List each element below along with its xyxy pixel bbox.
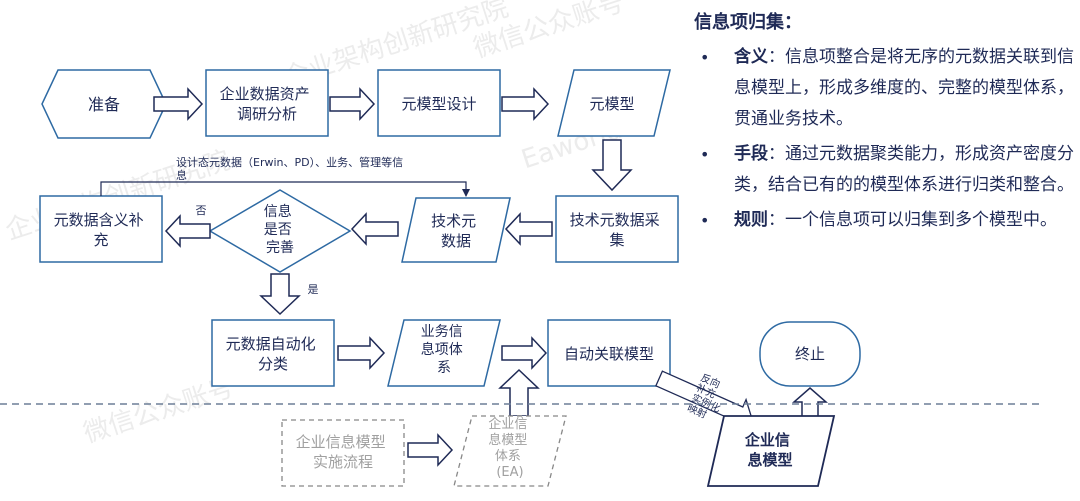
tech-collect-label-line: 集 [609,231,624,249]
decision-label-line: 完善 [266,240,294,256]
end-terminator [759,321,861,387]
info-separator: ： [768,144,785,164]
feedback-connector [100,181,470,197]
decision-label: 信息 是否 完善 [264,203,296,256]
tech-collect-label: 技术元数据采 集 [570,211,665,249]
ent-process-label: 企业信息模型 实施流程 [296,433,391,471]
block-arrow [498,368,540,417]
ent-system-parallelogram [453,415,567,487]
ent-system-label-line: 体系 [495,449,521,464]
biz-info-label-line: 息项体 [421,341,463,358]
biz-info-label: 业务信 息项体 系 [421,324,467,376]
biz-info-label-line: 业务信 [421,324,463,340]
block-arrow [337,336,386,370]
tech-meta-parallelogram [401,197,511,263]
auto-classify-label: 元数据自动化 分类 [226,335,321,373]
info-text: 信息项整合是将无序的元数据关联到信息模型上，形成多维度的、完整的模型体系，贯通业… [734,47,1074,129]
block-arrow [153,87,204,121]
ent-model-label-line: 息模型 [747,451,792,469]
block-arrow [501,336,548,370]
info-term: 含义 [734,47,768,67]
info-title: 信息项归集： [694,12,802,33]
info-term: 规则 [734,210,768,230]
info-list: •含义：信息项整合是将无序的元数据关联到信息模型上，形成多维度的、完整的模型体系… [694,42,1074,236]
start-label: 准备 [88,95,120,114]
block-arrow [504,212,553,246]
auto-classify-box [211,319,335,387]
info-separator: ： [768,47,785,67]
feedback-note: 设计态元数据（Erwin、PD）、业务、管理等信 息 [176,155,407,182]
meta-design-box [377,69,501,137]
tech-collect-label-line: 技术元数据采 [570,211,660,229]
research-label-line: 企业数据资产 [220,85,310,103]
auto-classify-label-line: 元数据自动化 [226,335,316,353]
block-arrow [407,433,454,467]
research-box [205,69,329,137]
ent-model-label: 企业信 息模型 [744,431,795,469]
tech-meta-label: 技术元 数据 [431,212,481,250]
ent-model-label-line: 企业信 [744,431,790,449]
research-label-line: 调研分析 [237,105,297,123]
start-hexagon [41,69,167,139]
feedback-note-line: 息 [176,168,187,182]
auto-link-box [547,319,671,387]
info-text: 一个信息项可以归集到多个模型中。 [785,210,1057,230]
supplement-label-line: 充 [93,231,108,249]
decision-label-line: 是否 [264,222,292,238]
biz-info-label-line: 系 [437,360,451,376]
tech-meta-label-line: 技术元 [431,212,476,230]
info-item: • 规则：一个信息项可以归集到多个模型中。 [694,205,1074,236]
ent-system-label: 企业信 息模型 体系 (EA) [488,416,531,480]
info-term: 手段 [734,144,768,164]
decision-label-line: 信息 [264,203,292,220]
block-arrow [329,87,376,121]
ent-model-parallelogram [706,415,836,487]
supplement-box [39,195,163,263]
block-arrow [350,212,399,246]
ent-system-label-line: (EA) [496,465,523,480]
biz-info-parallelogram [387,319,501,387]
feedback-note-line: 设计态元数据（Erwin、PD）、业务、管理等信 [176,155,403,169]
info-text: 通过元数据聚类能力，形成资产密度分类，结合已有的的模型体系进行归类和整合。 [734,144,1074,195]
block-arrow [259,273,301,316]
ent-system-label-line: 企业信 [488,416,527,432]
no-label: 否 [196,204,207,217]
ent-process-box [281,419,405,487]
meta-model-label: 元模型 [589,95,634,113]
decision-diamond [208,189,352,273]
auto-classify-label-line: 分类 [258,355,288,373]
meta-model-parallelogram [557,69,671,137]
info-panel: 信息项归集： •含义：信息项整合是将无序的元数据关联到信息模型上，形成多维度的、… [694,8,1074,240]
bullet-icon: • [700,48,710,67]
auto-link-label: 自动关联模型 [564,345,654,363]
bullet-icon: • [700,145,710,164]
info-item: • 含义：信息项整合是将无序的元数据关联到信息模型上，形成多维度的、完整的模型体系… [694,42,1074,135]
ent-process-label-line: 实施流程 [313,453,373,471]
tech-collect-box [555,195,679,263]
ent-system-label-line: 息模型 [488,432,527,448]
block-arrow [501,87,550,121]
block-arrow [591,139,633,192]
supplement-label-line: 元数据含义补 [54,211,144,229]
tech-meta-label-line: 数据 [441,232,471,250]
ent-process-label-line: 企业信息模型 [296,433,386,451]
yes-label: 是 [308,283,319,296]
bullet-icon: • [700,211,710,230]
info-item: • 手段：通过元数据聚类能力，形成资产密度分类，结合已有的的模型体系进行归类和整合… [694,139,1074,201]
meta-design-label: 元模型设计 [401,95,476,113]
info-separator: ： [768,210,785,230]
research-label: 企业数据资产 调研分析 [220,85,315,123]
block-arrow [164,214,211,248]
end-label: 终止 [795,345,825,363]
supplement-label: 元数据含义补 充 [54,211,149,249]
